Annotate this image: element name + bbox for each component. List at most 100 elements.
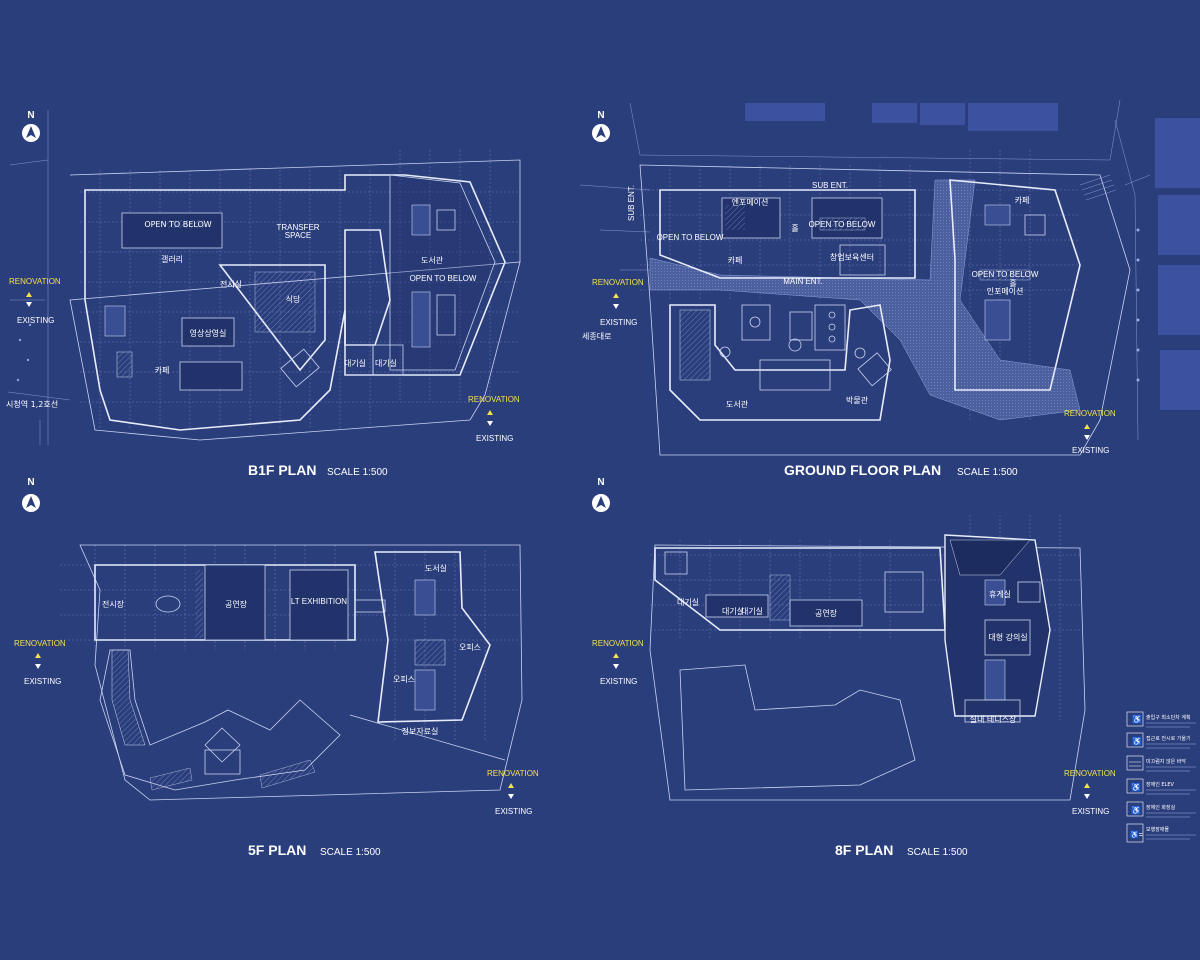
renovation-label: RENOVATION — [9, 277, 61, 286]
floor-icon — [1126, 755, 1144, 771]
svg-text:식당: 식당 — [286, 294, 301, 304]
svg-text:대기실: 대기실 — [722, 606, 744, 616]
svg-text:공연장: 공연장 — [225, 599, 248, 609]
wheelchair-icon — [1126, 711, 1144, 727]
svg-text:대기실: 대기실 — [375, 358, 397, 368]
svg-text:SCALE 1:500: SCALE 1:500 — [957, 467, 1018, 478]
svg-text:N: N — [27, 477, 34, 488]
svg-text:오피스: 오피스 — [393, 675, 415, 684]
svg-text:OPEN TO BELOW: OPEN TO BELOW — [144, 220, 211, 229]
room-block — [121, 212, 223, 249]
north-arrow: N — [592, 477, 610, 512]
svg-text:전시실: 전시실 — [220, 279, 242, 289]
svg-text:창업보육센터: 창업보육센터 — [830, 252, 874, 262]
svg-text:GROUND FLOOR PLAN: GROUND FLOOR PLAN — [784, 462, 941, 478]
svg-text:EXISTING: EXISTING — [495, 807, 532, 816]
elevator-icon — [1126, 778, 1144, 794]
north-label: N — [27, 110, 34, 121]
svg-text:박물관: 박물관 — [846, 395, 869, 405]
svg-text:엔포메이션: 엔포메이션 — [732, 197, 769, 207]
svg-text:EXISTING: EXISTING — [1072, 807, 1109, 816]
svg-text:SUB ENT.: SUB ENT. — [627, 185, 636, 221]
svg-text:EXISTING: EXISTING — [1072, 446, 1109, 455]
svg-text:N: N — [597, 477, 604, 488]
svg-text:SCALE 1:500: SCALE 1:500 — [907, 847, 968, 858]
paved-plaza — [649, 179, 1081, 421]
svg-text:장애인 화장실: 장애인 화장실 — [1146, 804, 1176, 811]
svg-text:대기실: 대기실 — [741, 606, 763, 616]
svg-text:홀: 홀 — [791, 223, 798, 233]
svg-text:실내 테니스장: 실내 테니스장 — [970, 714, 1017, 724]
5f-plan: N 전시장 공연장 LT EXHIBITION 도서실 오 — [14, 477, 539, 858]
svg-text:정보자료실: 정보자료실 — [402, 726, 439, 736]
svg-text:카페: 카페 — [1015, 195, 1030, 205]
svg-text:오피스: 오피스 — [459, 643, 481, 652]
toilet-icon — [1126, 801, 1144, 817]
legend-item: ♿= 보행장애물 — [1126, 823, 1196, 843]
svg-text:OPEN TO BELOW: OPEN TO BELOW — [809, 220, 876, 229]
svg-text:LT EXHIBITION: LT EXHIBITION — [291, 597, 347, 606]
svg-text:EXISTING: EXISTING — [600, 677, 637, 686]
svg-text:5F PLAN: 5F PLAN — [248, 842, 306, 858]
grid — [650, 515, 1080, 720]
svg-text:♿: ♿ — [1131, 805, 1141, 815]
svg-text:♿: ♿ — [1131, 782, 1141, 792]
8f-plan: N 대기실 대기실 대기실 공연장 휴게실 대형 강의실 실내 테니스장 — [592, 477, 1116, 858]
svg-text:EXISTING: EXISTING — [600, 318, 637, 327]
b1f-plan: N OPEN TO BELOW — [6, 110, 521, 478]
plan-scale: SCALE 1:500 — [327, 467, 388, 478]
svg-text:대기실: 대기실 — [344, 358, 366, 368]
svg-text:대형 강의실: 대형 강의실 — [988, 632, 1027, 642]
svg-text:OPEN TO BELOW: OPEN TO BELOW — [657, 233, 724, 242]
svg-text:장애인 ELEV: 장애인 ELEV — [1146, 781, 1174, 788]
svg-text:RENOVATION: RENOVATION — [1064, 769, 1116, 778]
svg-text:도서관: 도서관 — [421, 255, 444, 265]
legend-item: ♿ 출입구 최소단차 계획 — [1126, 711, 1196, 728]
svg-text:대기실: 대기실 — [677, 597, 699, 607]
wheelchair-icon — [1126, 732, 1144, 748]
svg-text:8F PLAN: 8F PLAN — [835, 842, 893, 858]
legend-item: ♿ 장애인 ELEV — [1126, 778, 1196, 795]
svg-text:RENOVATION: RENOVATION — [487, 769, 539, 778]
accessibility-legend: ♿ 출입구 최소단차 계획 ♿ 접근로 전시로 기울기 미끄럼지 않은 바닥 ♿… — [1126, 711, 1196, 843]
site-dots — [1136, 228, 1140, 382]
svg-text:♿: ♿ — [1132, 736, 1142, 746]
existing-label: EXISTING — [17, 316, 54, 325]
svg-text:TRANSFER: TRANSFER — [276, 223, 319, 232]
plan-title: B1F PLAN — [248, 462, 316, 478]
north-arrow: N — [22, 110, 40, 142]
legend-item: ♿ 장애인 화장실 — [1126, 801, 1196, 818]
ground-floor-plan: N OP — [579, 99, 1200, 478]
svg-text:미끄럼지 않은 바닥: 미끄럼지 않은 바닥 — [1146, 758, 1186, 765]
svg-text:휴게실: 휴게실 — [989, 589, 1011, 599]
svg-text:♿=: ♿= — [1130, 830, 1143, 839]
svg-text:도서관: 도서관 — [726, 399, 749, 409]
svg-text:EXISTING: EXISTING — [24, 677, 61, 686]
north-arrow: N — [592, 110, 610, 142]
svg-text:보행장애물: 보행장애물 — [1146, 826, 1169, 833]
svg-text:OPEN TO BELOW: OPEN TO BELOW — [410, 274, 477, 283]
svg-text:카페: 카페 — [155, 365, 170, 375]
svg-text:카페: 카페 — [728, 255, 743, 265]
svg-text:SUB ENT.: SUB ENT. — [812, 181, 848, 190]
room-label: 갤러리 — [161, 254, 183, 264]
svg-text:SPACE: SPACE — [285, 231, 312, 240]
svg-text:RENOVATION: RENOVATION — [14, 639, 66, 648]
svg-text:시청역 1,2호선: 시청역 1,2호선 — [6, 399, 58, 409]
svg-text:세종대로: 세종대로 — [582, 332, 611, 341]
north-arrow: N — [22, 477, 40, 512]
svg-text:RENOVATION: RENOVATION — [592, 278, 644, 287]
svg-text:N: N — [597, 110, 604, 121]
svg-text:SCALE 1:500: SCALE 1:500 — [320, 847, 381, 858]
svg-text:RENOVATION: RENOVATION — [592, 639, 644, 648]
svg-text:MAIN ENT.: MAIN ENT. — [783, 277, 823, 286]
svg-text:EXISTING: EXISTING — [476, 434, 513, 443]
svg-text:OPEN TO BELOW: OPEN TO BELOW — [972, 270, 1039, 279]
svg-text:접근로 전시로 기울기: 접근로 전시로 기울기 — [1146, 735, 1191, 742]
svg-text:영상상영실: 영상상영실 — [190, 328, 227, 338]
svg-text:도서실: 도서실 — [425, 563, 447, 573]
site-dots — [16, 323, 32, 382]
svg-text:RENOVATION: RENOVATION — [1064, 409, 1116, 418]
svg-text:RENOVATION: RENOVATION — [468, 395, 520, 404]
